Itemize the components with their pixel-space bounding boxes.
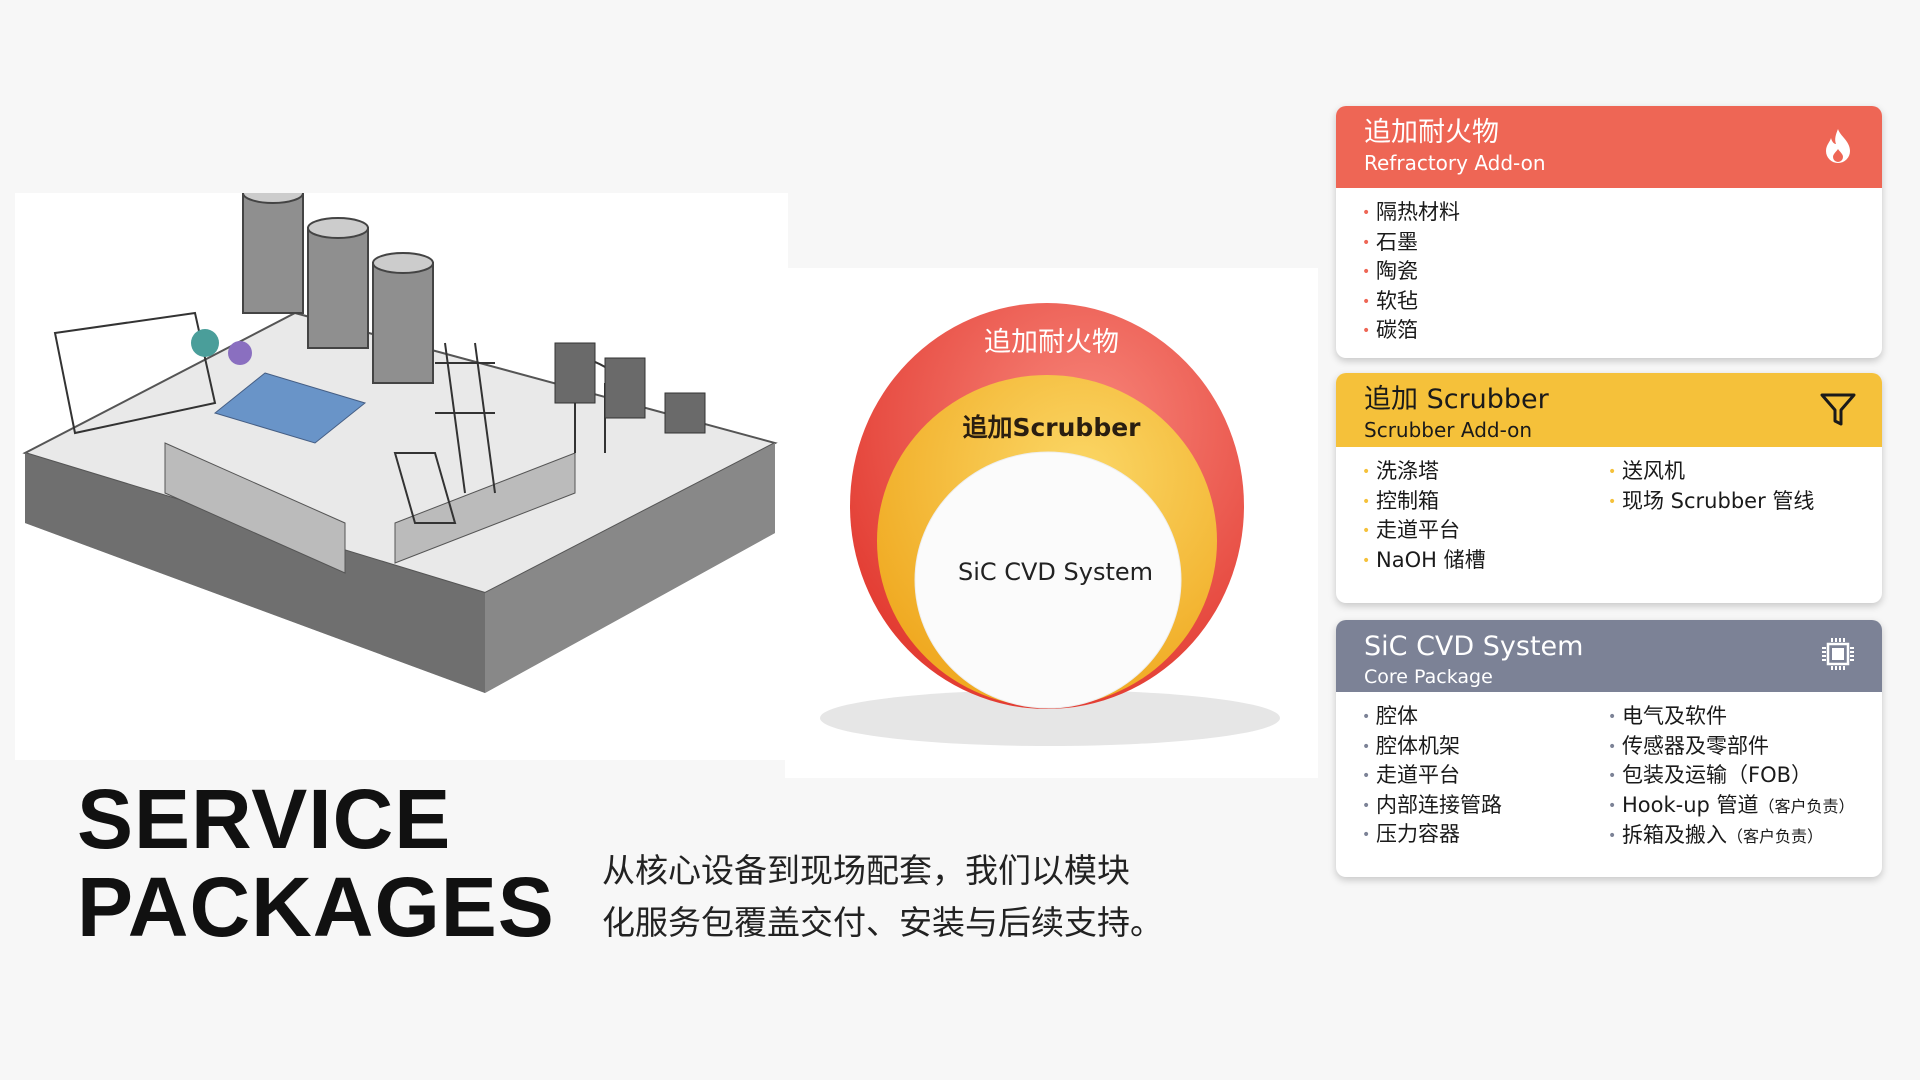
list-item: •现场 Scrubber 管线 (1608, 488, 1815, 513)
list-item: •电气及软件 (1608, 704, 1727, 728)
list-item: •软毡 (1362, 288, 1418, 313)
list-item: •传感器及零部件 (1608, 733, 1769, 758)
list-item: •拆箱及搬入（客户负责） (1608, 823, 1824, 847)
list-item: •隔热材料 (1362, 200, 1460, 224)
list-item: •NaOH 储槽 (1362, 547, 1486, 572)
middle-ring-label: 追加Scrubber (962, 413, 1141, 442)
core-package-card: SiC CVD System Core Package •腔体 •腔体机架 •走… (1336, 620, 1882, 877)
inner-circle-label: SiC CVD System (957, 558, 1154, 586)
subtitle-line-2: 化服务包覆盖交付、安装与后续支持。 (602, 903, 1163, 942)
list-item: •走道平台 (1362, 763, 1460, 787)
customer-responsibility-note: （客户负责） (1727, 827, 1824, 846)
list-item: •内部连接管路 (1362, 792, 1502, 817)
card-title: 追加耐火物 (1364, 117, 1499, 148)
list-item: •包装及运输（FOB） (1608, 763, 1813, 787)
filter-icon (1820, 393, 1856, 426)
card-subtitle: Scrubber Add-on (1364, 418, 1533, 442)
chip-icon (1822, 638, 1854, 670)
flame-icon (1826, 129, 1850, 163)
core-circle (914, 451, 1182, 709)
title-line-1: SERVICE (77, 772, 452, 866)
page-title: SERVICE PACKAGES (77, 775, 555, 951)
list-item: •石墨 (1362, 229, 1418, 254)
list-item: •压力容器 (1362, 822, 1460, 846)
package-layers-diagram: 追加耐火物 追加Scrubber SiC CVD System (785, 268, 1318, 778)
outer-ring-label: 追加耐火物 (984, 327, 1119, 358)
list-item: •腔体 (1362, 704, 1418, 728)
subtitle-line-1: 从核心设备到现场配套，我们以模块 (602, 851, 1130, 890)
refractory-card: 追加耐火物 Refractory Add-on •隔热材料 •石墨 •陶瓷 •软… (1336, 106, 1882, 358)
card-subtitle: Core Package (1364, 666, 1493, 688)
list-item: •洗涤塔 (1362, 459, 1439, 483)
list-item: •腔体机架 (1362, 733, 1460, 758)
card-subtitle: Refractory Add-on (1364, 151, 1546, 175)
plant-3d-illustration (15, 182, 788, 760)
list-item: •陶瓷 (1362, 259, 1418, 283)
list-item: •控制箱 (1362, 488, 1439, 513)
list-item: •走道平台 (1362, 518, 1460, 542)
page-subtitle: 从核心设备到现场配套，我们以模块 化服务包覆盖交付、安装与后续支持。 (602, 845, 1163, 949)
scrubber-card: 追加 Scrubber Scrubber Add-on •洗涤塔 •控制箱 •走… (1336, 373, 1882, 603)
customer-responsibility-note: （客户负责） (1758, 796, 1855, 816)
list-item: •碳箔 (1362, 318, 1418, 342)
card-title: SiC CVD System (1364, 631, 1584, 662)
card-title: 追加 Scrubber (1364, 384, 1549, 415)
list-item: •Hook-up 管道（客户负责） (1608, 792, 1855, 817)
list-item: •送风机 (1608, 459, 1685, 483)
title-line-2: PACKAGES (77, 860, 555, 954)
